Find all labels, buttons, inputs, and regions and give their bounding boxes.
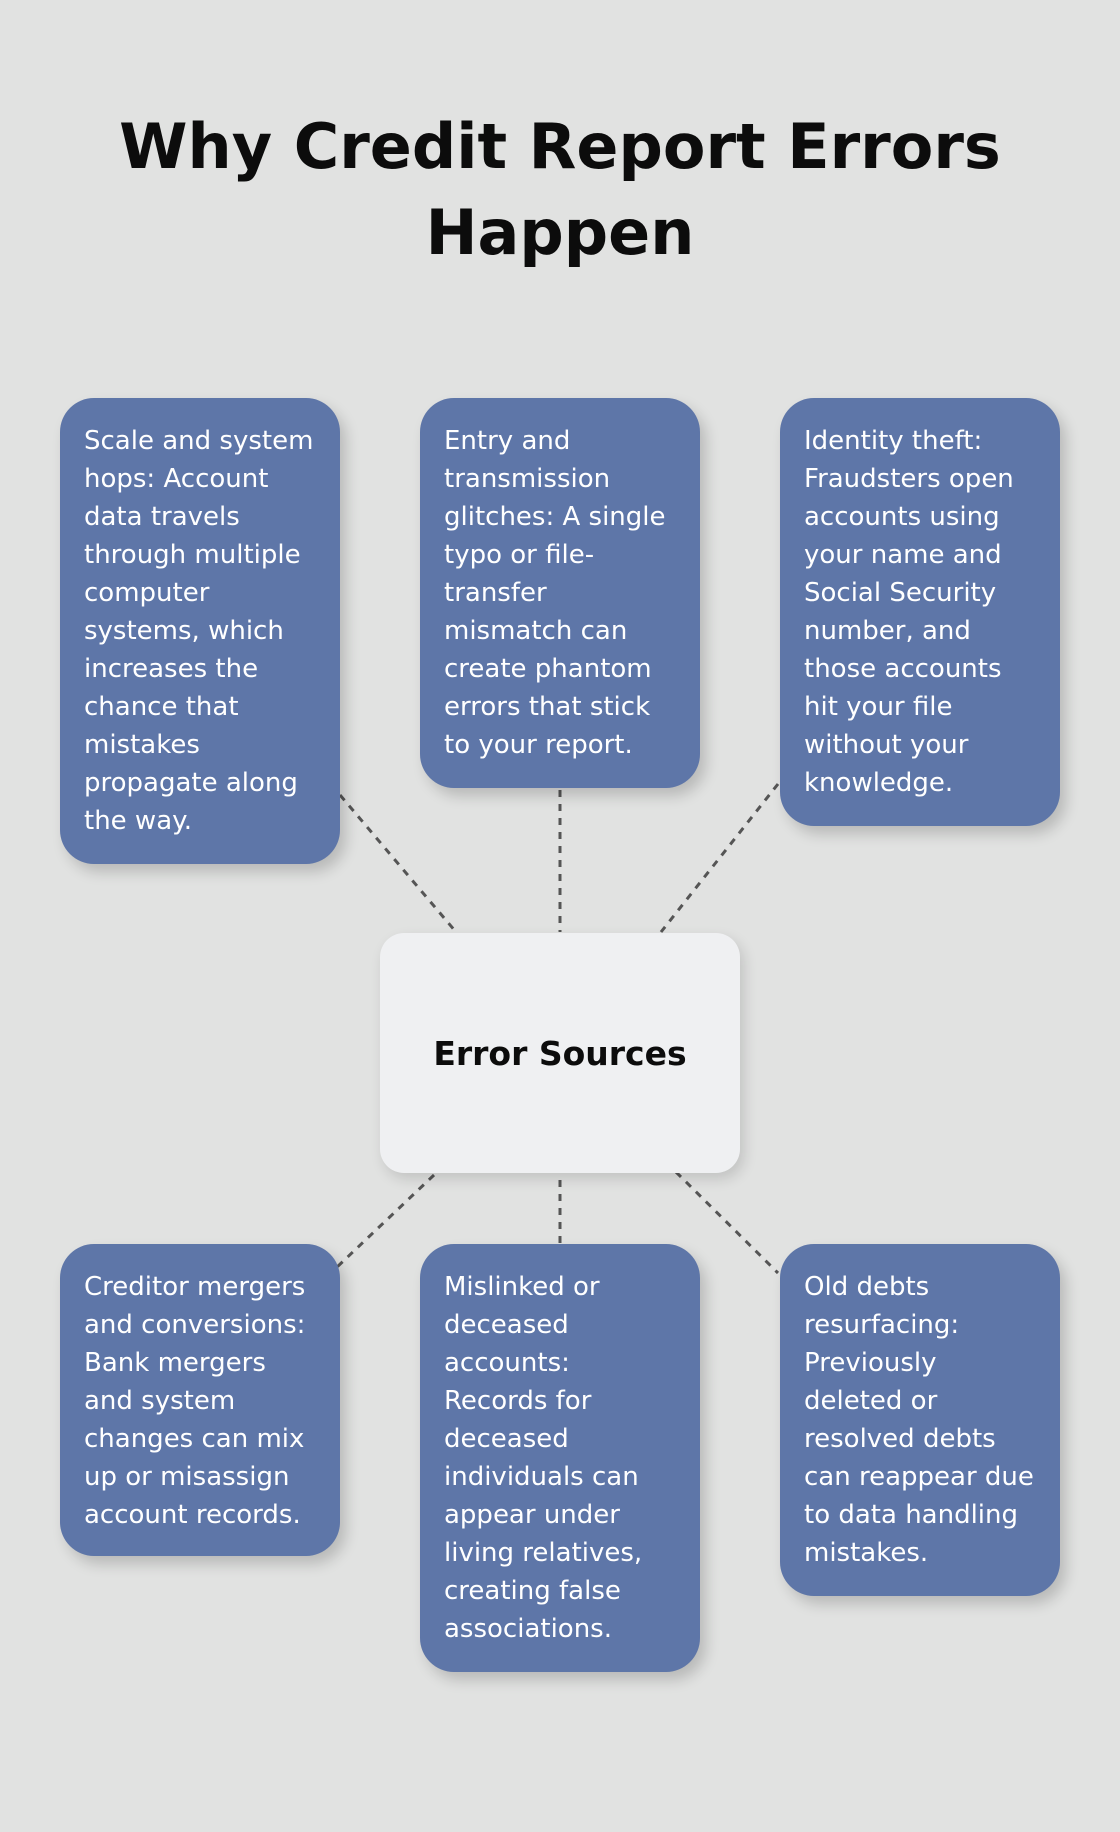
card-mislinked-deceased-accounts: Mislinked or deceased accounts: Records …	[420, 1244, 700, 1672]
center-node: Error Sources	[380, 933, 740, 1173]
connector-bottom-right	[674, 1170, 780, 1275]
card-entry-transmission-glitches: Entry and transmission glitches: A singl…	[420, 398, 700, 788]
card-creditor-mergers: Creditor mergers and conversions: Bank m…	[60, 1244, 340, 1556]
connector-top-right	[659, 783, 780, 933]
page-title: Why Credit Report Errors Happen	[119, 110, 1001, 269]
card-scale-system-hops: Scale and system hops: Account data trav…	[60, 398, 340, 864]
connector-bottom-left	[334, 1173, 436, 1270]
center-node-label: Error Sources	[433, 1033, 687, 1073]
card-identity-theft: Identity theft: Fraudsters open accounts…	[780, 398, 1060, 826]
card-old-debts-resurfacing: Old debts resurfacing: Previously delete…	[780, 1244, 1060, 1596]
connector-top-left	[338, 794, 458, 933]
